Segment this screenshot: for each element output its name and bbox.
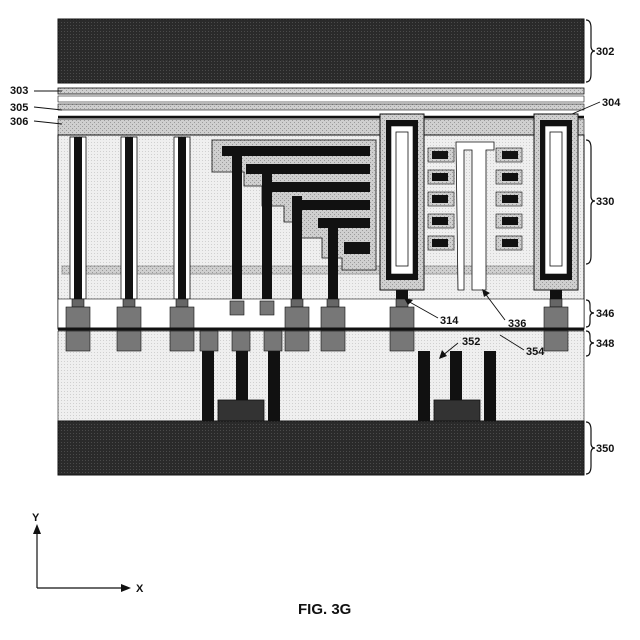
bond-pad-stub [327,299,339,307]
bond-pad [200,331,218,351]
stair-step-5 [318,218,370,228]
bond-pad [117,307,141,329]
y-axis-arrowhead [33,524,41,534]
ref-346: 346 [596,308,614,320]
layer-303-gap [58,96,584,102]
trench-structure-left [380,114,424,300]
comb-plate-core [432,239,448,247]
brace-348 [586,331,594,356]
ref-352: 352 [462,336,480,348]
bond-pad-small [260,301,274,315]
bond-pad [232,331,250,351]
ref-336: 336 [508,318,526,330]
comb-plate-core [432,151,448,159]
ref-302: 302 [596,46,614,58]
comb-plate-core [432,195,448,203]
bond-pad [264,331,282,351]
layer-305 [58,104,584,110]
bond-pad [321,331,345,351]
layer-306 [58,119,584,135]
bond-pad-small [230,301,244,315]
ref-303: 303 [10,85,28,97]
stair-riser-1 [232,146,242,299]
ref-350: 350 [596,443,614,455]
bond-pad [117,331,141,351]
stair-step-1 [222,146,370,156]
x-axis-label: X [136,583,144,595]
ref-330: 330 [596,196,614,208]
ref-348: 348 [596,338,614,350]
layer-303 [58,88,584,94]
gate-base [434,400,480,421]
stair-step-6 [344,242,370,254]
comb-plate-core [502,239,518,247]
stair-step-3 [270,182,370,192]
bond-pad [390,331,414,351]
bond-pad [66,331,90,351]
ref-354: 354 [526,346,545,358]
bond-pad-stub [291,299,303,307]
bond-pad-stub [72,299,84,307]
ref-306: 306 [10,116,28,128]
trench-structure-right [534,114,578,300]
gate-contact [236,351,248,401]
bond-pad [544,331,568,351]
comb-plate-core [502,217,518,225]
gate-contact [418,351,430,421]
comb-plate-core [432,217,448,225]
gate-contact [484,351,496,421]
gate-base [218,400,264,421]
bond-pad-stub [550,299,562,307]
bond-pad [170,331,194,351]
brace-350 [586,422,595,474]
comb-plate-core [502,195,518,203]
trench-core [550,132,562,266]
bond-pad [544,307,568,329]
transistor-left [202,351,280,421]
bond-pad [390,307,414,329]
bond-pad-stub [176,299,188,307]
comb-plate-core [432,173,448,181]
axis-indicator: Y X [32,512,144,595]
trench-stem [550,290,562,300]
layer-350-substrate [58,421,584,475]
bond-pad [285,331,309,351]
trench-core [396,132,408,266]
ref-305: 305 [10,102,28,114]
bond-pad [285,307,309,329]
transistor-right-352 [418,351,496,421]
ref-304: 304 [602,97,621,109]
gate-contact [268,351,280,421]
pillar-core [125,137,133,299]
bond-pad [321,307,345,329]
bond-pad [170,307,194,329]
brace-330 [586,140,595,264]
etch-stop-band [62,266,576,274]
x-axis-arrowhead [121,584,131,592]
gate-contact [202,351,214,421]
stair-riser-3 [292,196,302,299]
pillar-core [74,137,82,299]
comb-plate-core [502,173,518,181]
figure-caption: FIG. 3G [298,601,351,618]
pillar-core [178,137,186,299]
y-axis-label: Y [32,512,40,524]
stair-riser-5 [328,228,338,299]
gate-contact [450,351,462,401]
stair-step-4 [292,200,370,210]
layer-302-top-block [58,19,584,83]
bond-pad-stub [123,299,135,307]
brace-302 [586,20,595,82]
brace-346 [586,300,594,327]
ref-314: 314 [440,315,459,327]
bond-pad [66,307,90,329]
comb-plate-core [502,151,518,159]
